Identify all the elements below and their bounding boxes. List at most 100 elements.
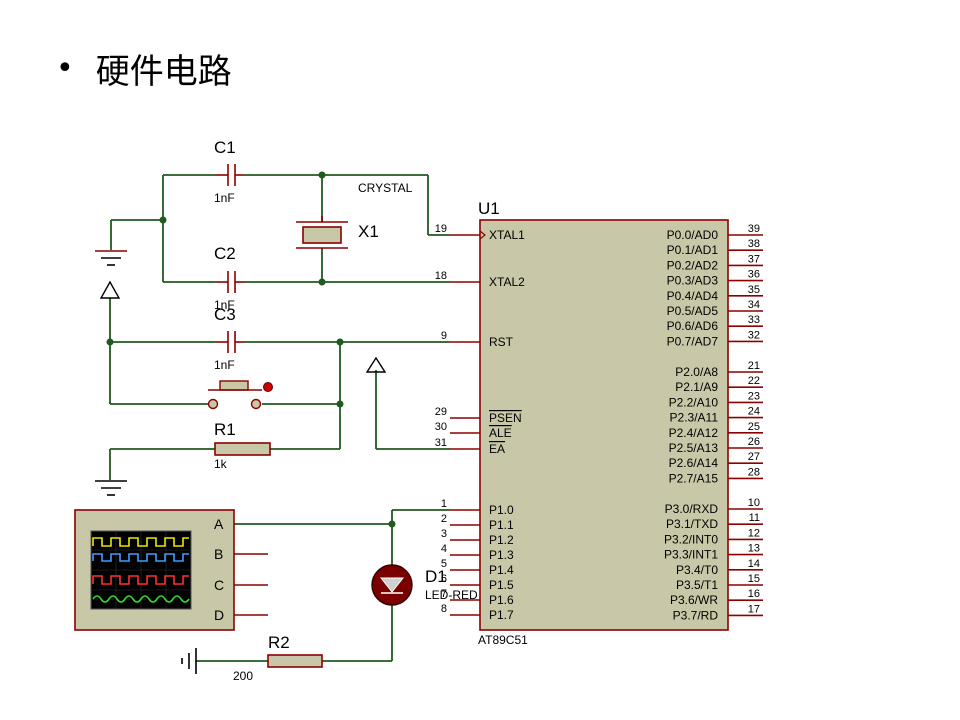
scope-channel-b: B [214, 546, 223, 562]
power-arrow-ea [365, 356, 387, 373]
pin-number: 38 [748, 238, 760, 250]
pin-number: 24 [748, 406, 760, 418]
bullet-dot: • [56, 51, 74, 86]
pin-label: P2.7/A15 [669, 471, 719, 485]
power-arrow-left [99, 280, 121, 299]
pin-label: P3.2/INT0 [664, 532, 718, 546]
pin-label: P2.3/A11 [670, 411, 719, 425]
pin-number: 27 [748, 451, 760, 463]
pin-label: P0.7/AD7 [667, 334, 719, 348]
pin-number: 11 [749, 512, 760, 524]
capacitor-c2[interactable]: C2 1nF [214, 244, 243, 312]
capacitor-c1[interactable]: C1 1nF [214, 138, 243, 205]
pin-number: 15 [748, 573, 760, 585]
pin-p1-5: 6 P1.5 [441, 573, 514, 592]
r2-label: R2 [268, 633, 290, 652]
pin-number: 14 [748, 558, 760, 570]
pin-ale: 30 ALE [435, 421, 512, 440]
pin-label: P1.0 [489, 503, 514, 517]
resistor-r1[interactable]: R1 1k [214, 420, 271, 471]
pin-number: 9 [441, 330, 447, 342]
pin-label: P3.0/RXD [665, 502, 719, 516]
pin-label: PSEN [489, 411, 522, 425]
reset-button[interactable] [207, 380, 273, 410]
pin-label: P1.2 [489, 533, 514, 547]
pin-p0-1-ad1: 38 P0.1/AD1 [667, 238, 763, 257]
mcu-right-pins: 39P0.0/AD038P0.1/AD137P0.2/AD236P0.3/AD3… [664, 223, 763, 622]
capacitor-c3[interactable]: C3 1nF [214, 305, 243, 372]
scope-screen-grid [91, 531, 191, 609]
pin-label: P3.5/T1 [676, 578, 718, 592]
pin-label: P0.3/AD3 [667, 274, 719, 288]
pin-p1-7: 8 P1.7 [441, 603, 514, 622]
wires [109, 174, 450, 662]
clock-marker [479, 230, 486, 240]
pin-label: P2.2/A10 [669, 395, 719, 409]
oscilloscope[interactable]: A B C D [74, 509, 268, 631]
resistor-r2[interactable]: R2 200 [233, 633, 323, 683]
ground-symbol-r2 [181, 648, 197, 674]
r1-label: R1 [214, 420, 236, 439]
scope-channel-d: D [214, 607, 224, 623]
pin-label: P0.0/AD0 [667, 228, 719, 242]
led-d1[interactable]: D1 LED-RED [371, 564, 478, 606]
pin-label: P2.0/A8 [675, 365, 718, 379]
junction-dots [106, 171, 396, 528]
slide-title: 硬件电路 [95, 52, 232, 92]
pin-number: 21 [748, 360, 760, 372]
pin-number: 30 [435, 421, 447, 433]
d1-label: D1 [425, 567, 447, 586]
pin-label: P0.2/AD2 [667, 258, 719, 272]
c1-value: 1nF [214, 191, 235, 205]
scope-channel-c: C [214, 577, 224, 593]
pin-label: P1.7 [489, 608, 514, 622]
pin-label: ALE [489, 426, 512, 440]
pin-number: 10 [748, 497, 760, 509]
pin-number: 25 [748, 421, 760, 433]
crystal-x1[interactable]: CRYSTAL X1 [296, 181, 413, 249]
r2-value: 200 [233, 669, 253, 683]
pin-p3-5-t1: 15 P3.5/T1 [676, 573, 763, 592]
pin-label: P1.5 [489, 578, 514, 592]
pin-number: 5 [441, 558, 447, 570]
pin-number: 6 [441, 573, 447, 585]
c3-value: 1nF [214, 358, 235, 372]
scope-trace-a [92, 537, 189, 547]
c2-value: 1nF [214, 298, 235, 312]
pin-number: 35 [748, 284, 760, 296]
pin-number: 18 [435, 270, 447, 282]
pin-number: 19 [435, 223, 447, 235]
pin-label: P0.4/AD4 [667, 289, 719, 303]
pin-label: P0.6/AD6 [667, 319, 719, 333]
pin-p2-2-a10: 23 P2.2/A10 [669, 390, 763, 409]
slide-heading: • 硬件电路 [56, 44, 232, 93]
pin-label: P0.1/AD1 [667, 243, 719, 257]
pin-number: 23 [748, 390, 760, 402]
pin-p3-0-rxd: 10 P3.0/RXD [665, 497, 763, 516]
pin-number: 22 [748, 375, 760, 387]
pin-label: P1.6 [489, 593, 514, 607]
pin-label: EA [489, 442, 505, 456]
pin-label: P1.3 [489, 548, 514, 562]
pin-number: 8 [441, 603, 447, 615]
